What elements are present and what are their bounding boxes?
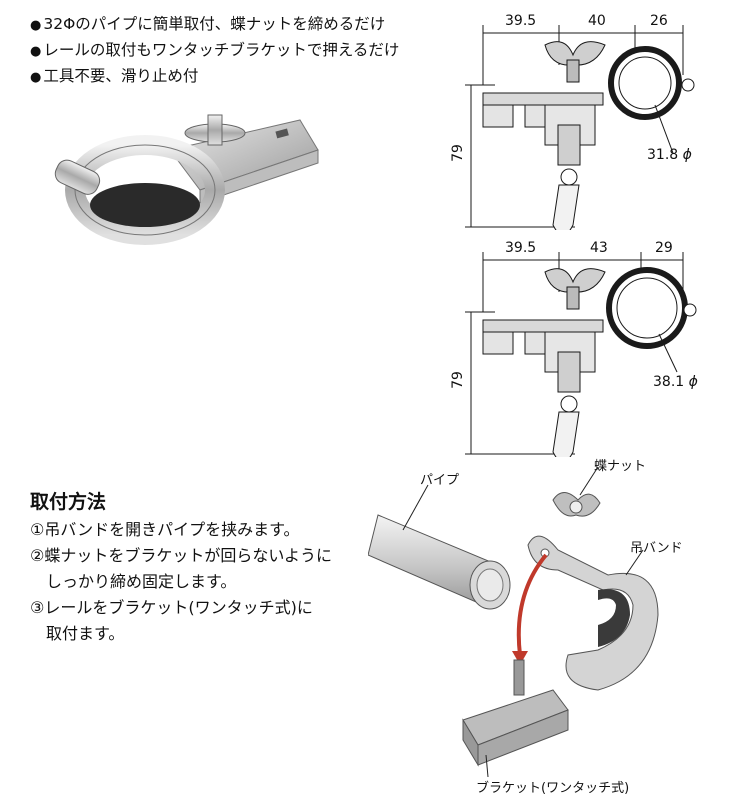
bracket-drawing xyxy=(465,252,697,463)
dimension-diagram: 39.5 40 26 79 31.8 ϕ xyxy=(450,5,715,236)
width-label: 43 xyxy=(590,240,608,256)
bullet-icon: ● xyxy=(30,44,42,59)
wing-nut-label: 蝶ナット xyxy=(594,459,647,474)
bullet-icon: ● xyxy=(30,70,42,85)
step-text: ①吊バンドを開きパイプを挟みます。 xyxy=(30,520,300,539)
diameter-label: 38.1 ϕ xyxy=(653,374,698,390)
bullet-icon: ● xyxy=(30,18,42,33)
feature-item: ●工具不要、滑り止め付 xyxy=(30,67,199,85)
width-label: 39.5 xyxy=(505,13,537,29)
feature-item: ●レールの取付もワンタッチブラケットで押えるだけ xyxy=(30,41,400,59)
method-title: 取付方法 xyxy=(30,491,107,513)
feature-item: ●32Φのパイプに簡単取付、蝶ナットを締めるだけ xyxy=(30,15,386,33)
step-text: しっかり締め固定します。 xyxy=(46,572,237,591)
step-text: 取付ます。 xyxy=(46,624,125,643)
method-steps: ①吊バンドを開きパイプを挟みます。 ②蝶ナットをブラケットが回らないように しっ… xyxy=(30,517,332,647)
step-text: ③レールをブラケット(ワンタッチ式)に xyxy=(30,598,313,617)
product-photo xyxy=(54,114,319,245)
band-label: 吊バンド xyxy=(630,541,683,556)
dimension-diagram: 39.5 43 29 79 38.1 ϕ xyxy=(450,232,715,463)
width-label: 40 xyxy=(588,13,606,29)
pipe-label: パイプ xyxy=(420,473,460,488)
width-label: 39.5 xyxy=(505,240,537,256)
bracket-label: ブラケット(ワンタッチ式) xyxy=(476,781,630,796)
width-label: 26 xyxy=(650,13,668,29)
bracket-drawing xyxy=(465,25,695,236)
step-text: ②蝶ナットをブラケットが回らないように xyxy=(30,546,333,565)
installation-drawing xyxy=(367,466,659,778)
feature-list: ●32Φのパイプに簡単取付、蝶ナットを締めるだけ ●レールの取付もワンタッチブラ… xyxy=(30,12,399,90)
height-label: 79 xyxy=(449,371,466,389)
width-label: 29 xyxy=(655,240,673,256)
height-label: 79 xyxy=(449,144,466,162)
installation-illustration: パイプ 蝶ナット 吊バンド ブラケット(ワンタッチ式) xyxy=(367,455,698,800)
diameter-label: 31.8 ϕ xyxy=(647,147,692,163)
